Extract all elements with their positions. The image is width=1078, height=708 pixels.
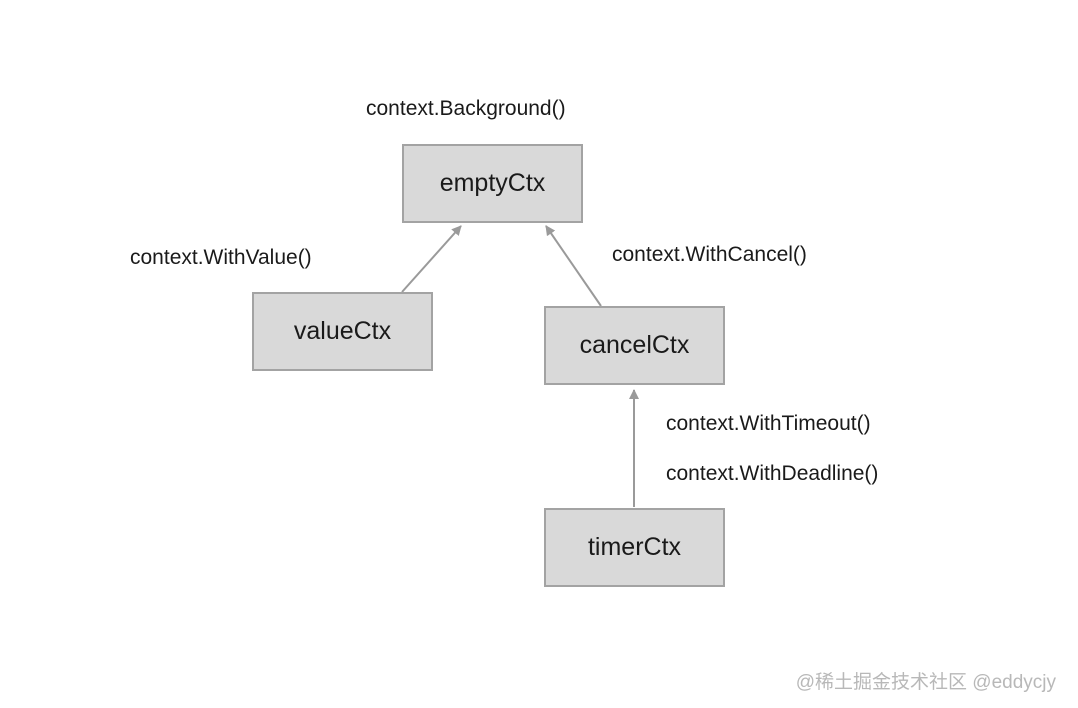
label-with-value: context.WithValue()	[130, 246, 312, 269]
edge-cancel-to-empty	[545, 225, 602, 307]
node-empty-ctx: emptyCtx	[402, 144, 583, 223]
watermark: @稀土掘金技术社区 @eddycjy	[795, 672, 1056, 693]
node-value-ctx: valueCtx	[252, 292, 433, 371]
label-with-cancel: context.WithCancel()	[612, 243, 807, 266]
edge-value-to-empty	[401, 225, 462, 293]
label-with-timeout: context.WithTimeout()	[666, 412, 871, 435]
node-cancel-ctx: cancelCtx	[544, 306, 725, 385]
label-with-deadline: context.WithDeadline()	[666, 462, 879, 485]
label-background: context.Background()	[366, 97, 566, 120]
node-timer-ctx: timerCtx	[544, 508, 725, 587]
